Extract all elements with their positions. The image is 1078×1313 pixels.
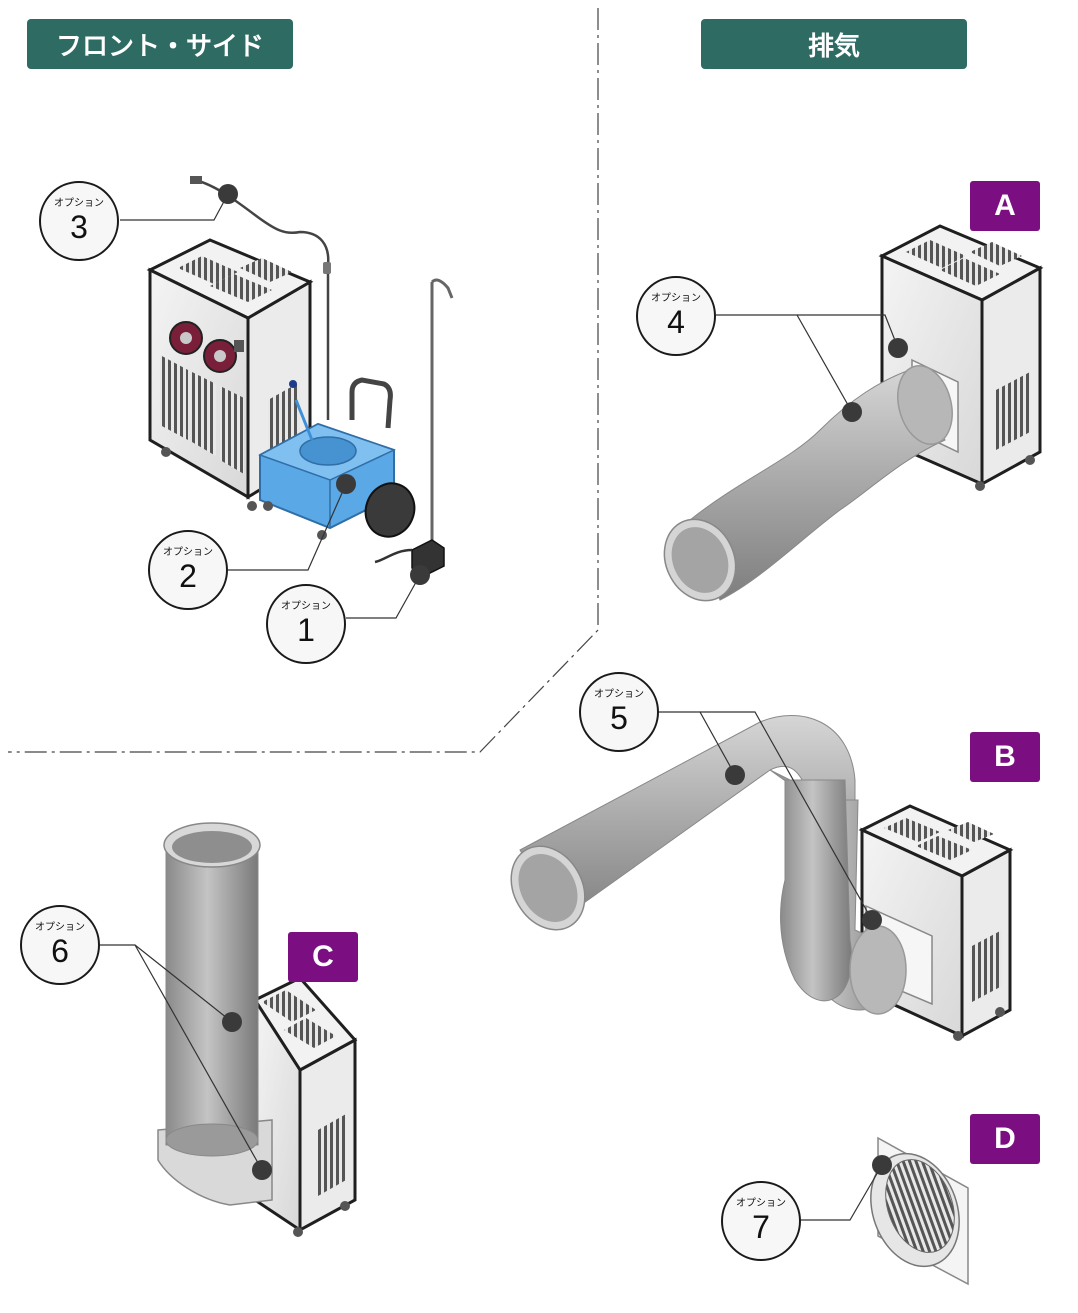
- callout-option-number: 6: [51, 933, 69, 969]
- callout-option-label: オプション: [594, 689, 644, 700]
- callout-option-label: オプション: [54, 198, 104, 209]
- callout-option-label: オプション: [651, 293, 701, 304]
- callout-option-number: 1: [297, 612, 315, 648]
- callout-option-5: オプション 5: [579, 672, 659, 752]
- callout-option-label: オプション: [736, 1198, 786, 1209]
- badge-d: D: [970, 1114, 1040, 1164]
- header-exhaust: 排気: [701, 19, 967, 69]
- duct-a-option-4: [663, 365, 953, 602]
- callout-option-number: 7: [752, 1209, 770, 1245]
- callout-option-label: オプション: [35, 922, 85, 933]
- leader-lines: [100, 193, 899, 1221]
- header-front-side: フロント・サイド: [27, 19, 293, 69]
- callout-option-number: 5: [610, 700, 628, 736]
- callout-option-label: オプション: [281, 601, 331, 612]
- callout-option-number: 2: [179, 558, 197, 594]
- callout-option-2: オプション 2: [148, 530, 228, 610]
- badge-a: A: [970, 181, 1040, 231]
- callout-option-number: 3: [70, 209, 88, 245]
- callout-option-4: オプション 4: [636, 276, 716, 356]
- water-tank-cart-option-2: [258, 377, 416, 540]
- callout-option-1: オプション 1: [266, 584, 346, 664]
- callout-option-7: オプション 7: [721, 1181, 801, 1261]
- leader-dots: [218, 184, 908, 1180]
- grille-d-option-7: [870, 1136, 969, 1286]
- section-divider: [8, 8, 599, 753]
- unit-c: [252, 976, 358, 1237]
- callout-option-label: オプション: [163, 547, 213, 558]
- badge-b: B: [970, 732, 1040, 782]
- duct-b-option-5: [510, 715, 907, 1015]
- badge-c: C: [288, 932, 358, 982]
- duct-c-option-6: [157, 822, 273, 1206]
- callout-option-6: オプション 6: [20, 905, 100, 985]
- callout-option-3: オプション 3: [39, 181, 119, 261]
- callout-option-number: 4: [667, 304, 685, 340]
